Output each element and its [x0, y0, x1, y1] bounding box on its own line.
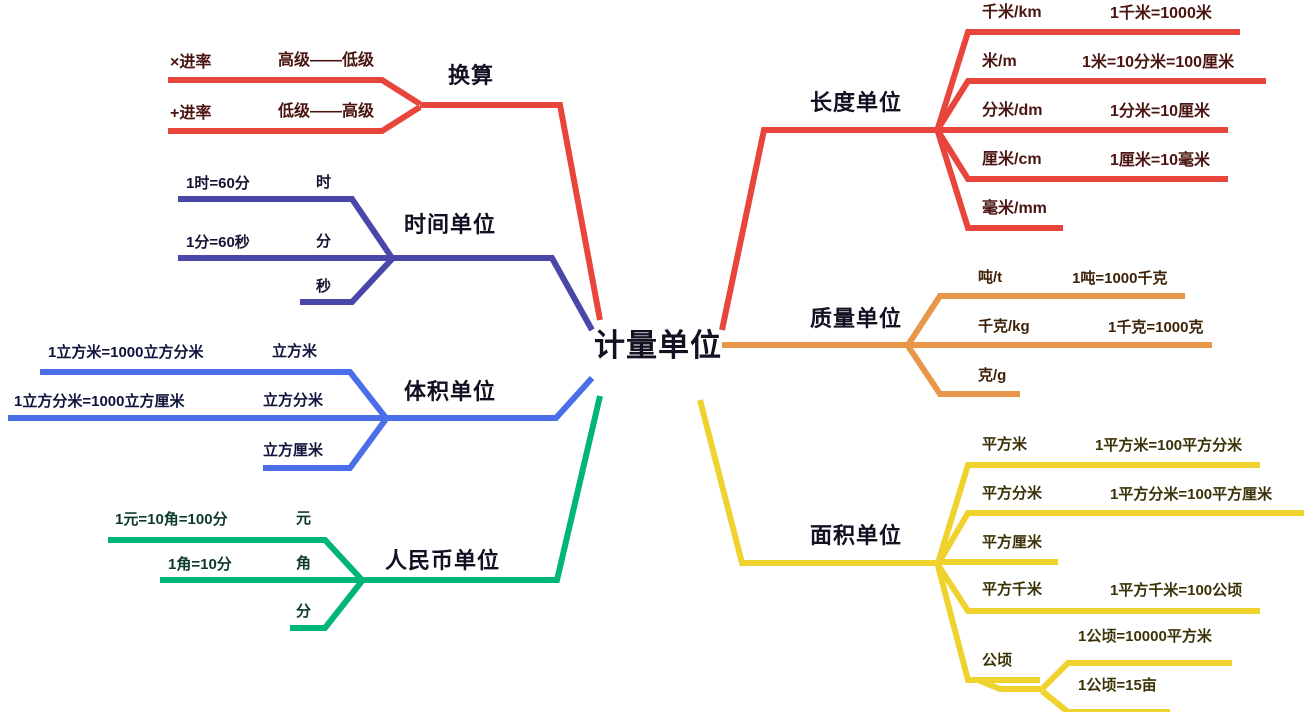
node-area-0-rel[interactable]: 1平方米=100平方分米 [1095, 437, 1243, 454]
node-length-3-unit[interactable]: 厘米/cm [982, 151, 1042, 168]
center-node[interactable]: 计量单位 [594, 328, 722, 363]
node-volume-0-left[interactable]: 1立方米=1000立方分米 [48, 344, 204, 361]
node-mass-0-unit[interactable]: 吨/t [978, 269, 1003, 286]
branch-title-volume[interactable]: 体积单位 [404, 379, 497, 404]
connector-conversion [168, 77, 603, 321]
node-area-hectare-sub-1[interactable]: 1公顷=15亩 [1078, 677, 1157, 694]
connector-currency [108, 395, 603, 631]
node-mass-1-rel[interactable]: 1千克=1000克 [1108, 319, 1204, 336]
connector-length [719, 29, 1266, 331]
node-area-1-rel[interactable]: 1平方分米=100平方厘米 [1110, 486, 1273, 503]
node-length-1-unit[interactable]: 米/m [982, 53, 1017, 70]
branch-title-mass[interactable]: 质量单位 [810, 306, 903, 331]
node-time-0-mid[interactable]: 时 [316, 174, 332, 191]
connector-area [697, 399, 1304, 712]
node-conversion-1-mid[interactable]: 低级——高级 [278, 103, 375, 120]
node-area-hectare-sub-0[interactable]: 1公顷=10000平方米 [1078, 628, 1212, 645]
node-volume-2-mid[interactable]: 立方厘米 [263, 442, 324, 459]
node-conversion-0-mid[interactable]: 高级——低级 [278, 52, 375, 69]
node-currency-1-left[interactable]: 1角=10分 [168, 556, 232, 573]
node-area-4-unit[interactable]: 公顷 [982, 652, 1013, 669]
node-time-2-mid[interactable]: 秒 [316, 278, 332, 295]
node-length-2-unit[interactable]: 分米/dm [982, 102, 1043, 119]
node-currency-1-mid[interactable]: 角 [296, 555, 312, 572]
node-conversion-1-left[interactable]: +进率 [170, 105, 212, 122]
node-length-0-rel[interactable]: 1千米=1000米 [1110, 5, 1212, 22]
node-length-2-rel[interactable]: 1分米=10厘米 [1110, 103, 1211, 120]
node-mass-0-rel[interactable]: 1吨=1000千克 [1072, 270, 1168, 287]
node-length-0-unit[interactable]: 千米/km [982, 4, 1042, 21]
node-time-1-left[interactable]: 1分=60秒 [186, 234, 250, 251]
node-currency-0-mid[interactable]: 元 [296, 510, 312, 527]
connector-volume [8, 369, 595, 471]
node-length-3-rel[interactable]: 1厘米=10毫米 [1110, 152, 1211, 169]
node-volume-1-left[interactable]: 1立方分米=1000立方厘米 [14, 393, 185, 410]
node-area-3-rel[interactable]: 1平方千米=100公顷 [1110, 582, 1243, 599]
node-currency-2-mid[interactable]: 分 [296, 603, 312, 620]
branch-title-conversion[interactable]: 换算 [448, 63, 495, 88]
node-currency-0-left[interactable]: 1元=10角=100分 [115, 511, 228, 528]
branch-title-area[interactable]: 面积单位 [810, 523, 903, 548]
node-conversion-0-left[interactable]: ×进率 [170, 54, 212, 71]
node-volume-0-mid[interactable]: 立方米 [272, 343, 318, 360]
node-time-0-left[interactable]: 1时=60分 [186, 175, 250, 192]
node-mass-1-unit[interactable]: 千克/kg [978, 318, 1030, 335]
node-area-2-unit[interactable]: 平方厘米 [982, 534, 1043, 551]
node-length-1-rel[interactable]: 1米=10分米=100厘米 [1082, 54, 1235, 71]
node-time-1-mid[interactable]: 分 [316, 233, 332, 250]
connector-time [178, 196, 595, 332]
node-area-0-unit[interactable]: 平方米 [982, 436, 1028, 453]
branch-title-time[interactable]: 时间单位 [404, 212, 497, 237]
node-mass-2-unit[interactable]: 克/g [978, 367, 1007, 384]
connector-mass [722, 293, 1212, 397]
node-length-4-unit[interactable]: 毫米/mm [982, 200, 1047, 217]
node-area-1-unit[interactable]: 平方分米 [982, 485, 1043, 502]
node-area-3-unit[interactable]: 平方千米 [982, 581, 1043, 598]
branch-title-length[interactable]: 长度单位 [810, 90, 903, 115]
branch-title-currency[interactable]: 人民币单位 [385, 548, 501, 573]
node-volume-1-mid[interactable]: 立方分米 [263, 392, 324, 409]
